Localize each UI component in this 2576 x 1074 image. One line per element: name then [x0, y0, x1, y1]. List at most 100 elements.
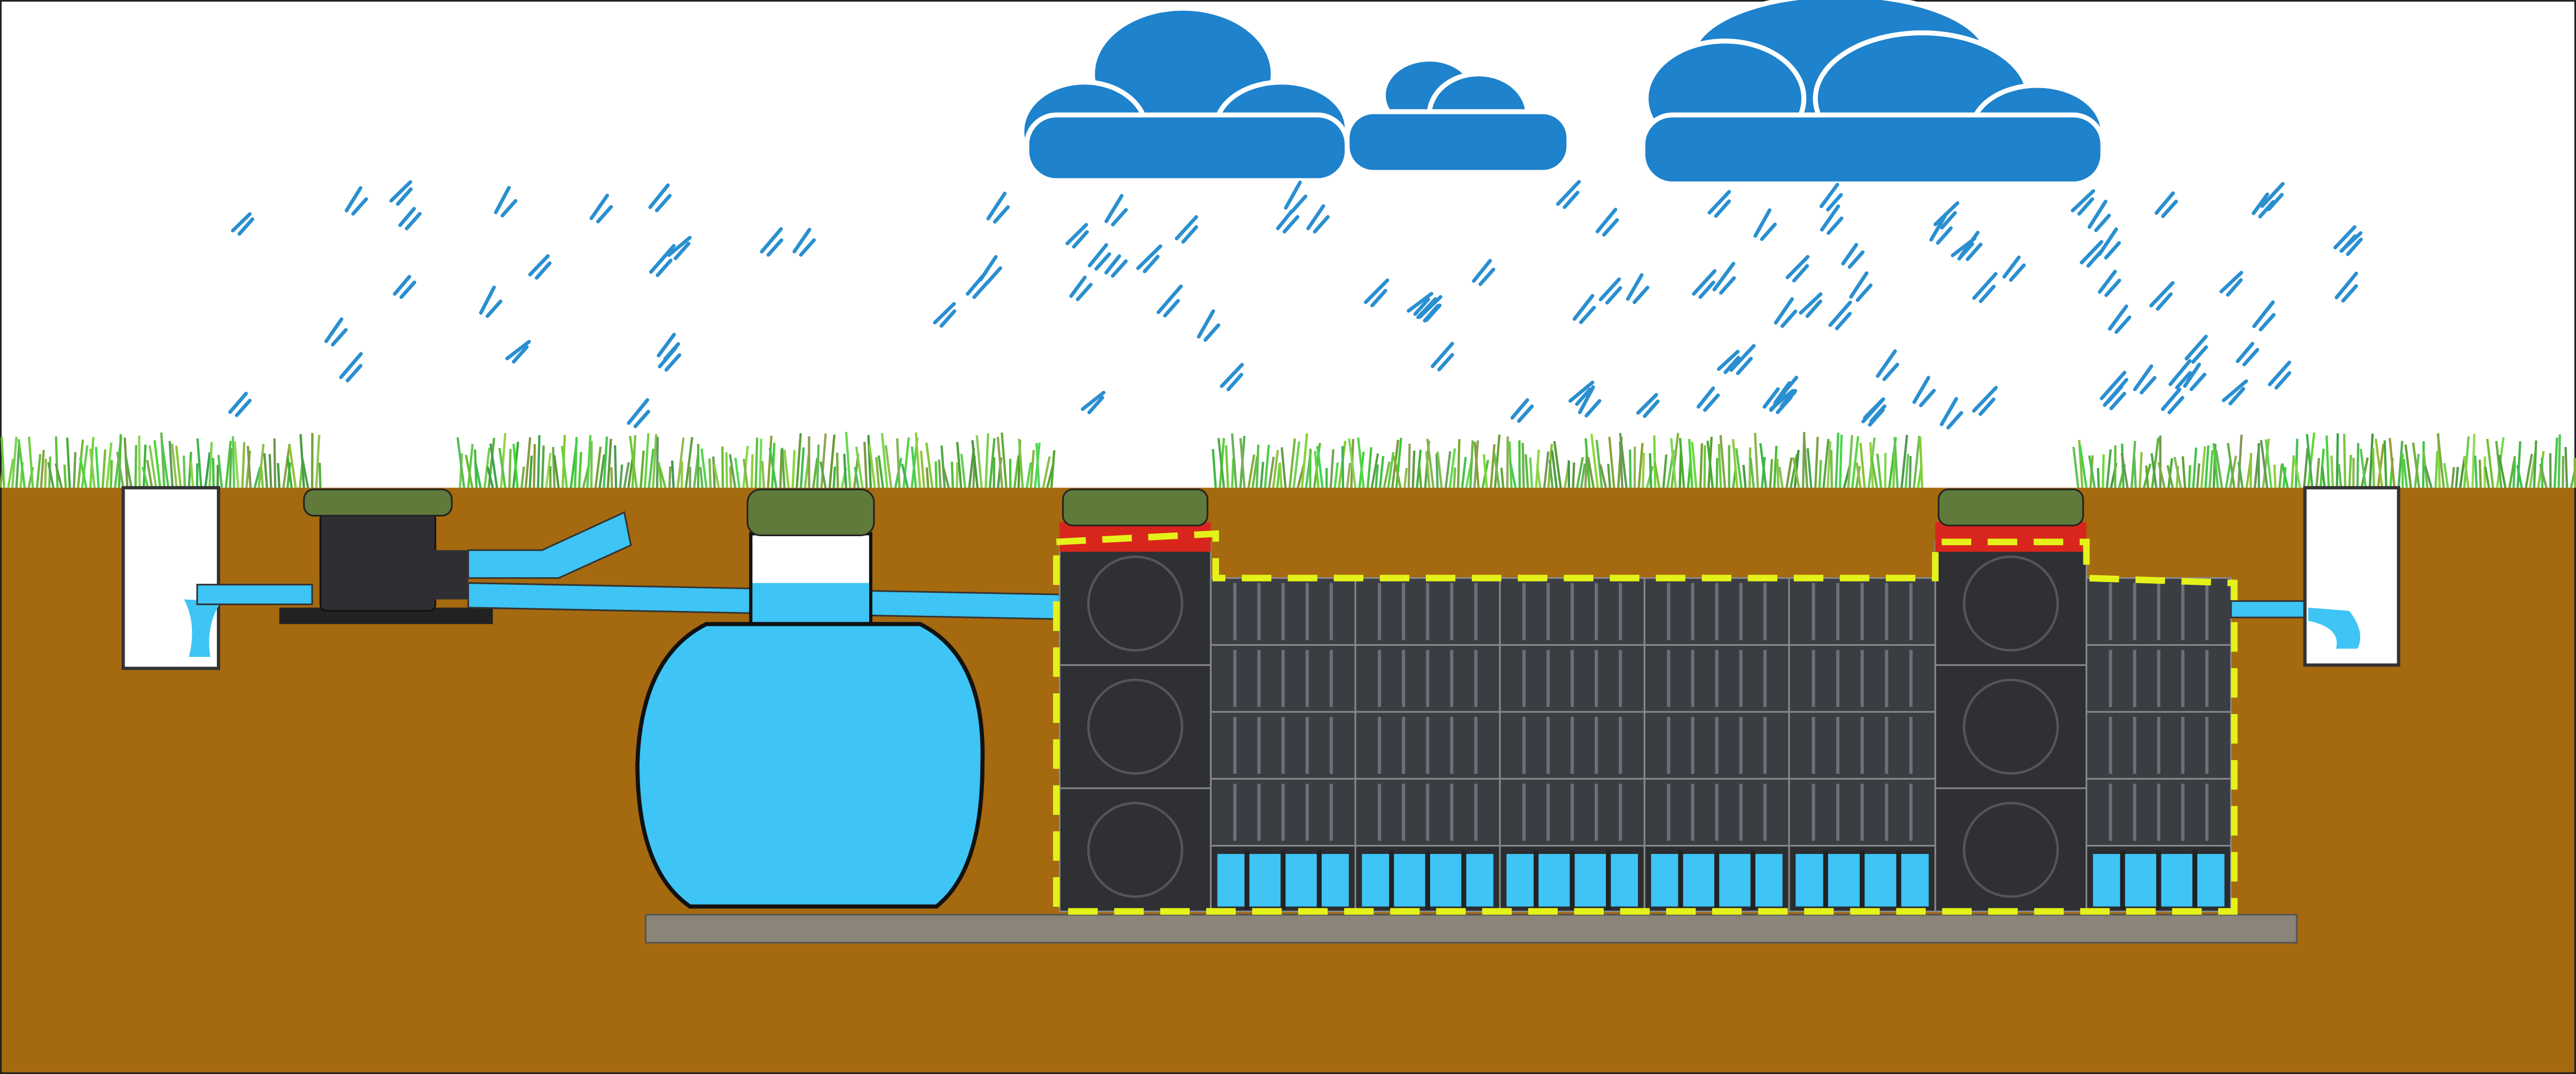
grass-icon: [2443, 462, 2449, 488]
grass-icon: [812, 458, 819, 488]
grass-icon: [1719, 435, 1727, 488]
rain-drop-icon: [494, 186, 518, 218]
grass-icon: [2411, 442, 2421, 488]
grass-icon: [1580, 463, 1586, 488]
grass-icon: [1789, 453, 1799, 488]
rain-drop-icon: [2252, 300, 2276, 332]
grass-icon: [508, 449, 512, 488]
rain-drop-icon: [1418, 295, 1443, 322]
grass-icon: [1814, 436, 1819, 488]
grass-icon: [1608, 436, 1615, 488]
rain-drop-icon: [1568, 380, 1595, 406]
grass-icon: [63, 465, 67, 488]
grass-icon: [845, 432, 852, 488]
rain-drop-icon: [2168, 359, 2192, 390]
grass-icon: [246, 445, 252, 488]
grass-icon: [2212, 443, 2219, 488]
grass-icon: [499, 433, 506, 488]
grass-icon: [1670, 433, 1680, 488]
grass-icon: [668, 466, 672, 488]
grass-icon: [2404, 444, 2413, 488]
rain-drop-icon: [648, 183, 672, 213]
grass-icon: [1367, 447, 1372, 488]
overflow-pipe: [467, 511, 632, 579]
grass-icon: [160, 432, 166, 488]
grass-icon: [2434, 451, 2439, 488]
grass-icon: [2437, 433, 2445, 488]
rain-drop-icon: [2080, 240, 2104, 268]
grass-icon: [2553, 437, 2558, 488]
crate-module: [1059, 541, 1212, 666]
rain-drop-icon: [1841, 242, 1865, 269]
grass-icon: [1341, 446, 1345, 488]
grass-icon: [1584, 438, 1591, 488]
grass-icon: [1407, 443, 1411, 488]
grass-icon: [2497, 454, 2507, 488]
rain-drop-icon: [627, 398, 651, 428]
grass-icon: [1670, 438, 1677, 488]
grass-icon: [17, 439, 26, 488]
crate-module-ring: [1963, 555, 2059, 652]
grass-icon: [2192, 447, 2198, 488]
grass-icon: [2273, 464, 2277, 488]
grass-icon: [1348, 438, 1357, 488]
grass-icon: [2120, 453, 2129, 488]
grass-icon: [2293, 457, 2301, 488]
grass-icon: [2151, 437, 2160, 488]
grass-icon: [2188, 465, 2191, 488]
crate-module: [1934, 664, 2088, 789]
grass-icon: [1029, 450, 1035, 488]
grass-icon: [577, 452, 582, 488]
rain-drop-icon: [2251, 192, 2275, 218]
grass-icon: [318, 462, 322, 488]
crate-module-ring: [1963, 678, 2059, 775]
rain-drop-icon: [228, 391, 252, 418]
grass-icon: [938, 459, 942, 488]
grass-icon: [2539, 464, 2548, 488]
grass-icon: [614, 445, 618, 488]
grass-icon: [2302, 448, 2309, 488]
rain-drop-icon: [1081, 390, 1106, 414]
grass-icon: [486, 466, 494, 488]
grass-icon: [2397, 441, 2403, 488]
crate-shaft-lid: [1062, 488, 1208, 527]
grass-icon: [2157, 462, 2166, 488]
grass-icon: [684, 437, 693, 488]
grass-icon: [1619, 433, 1628, 488]
grass-icon: [1393, 456, 1402, 488]
grass-icon: [2079, 444, 2088, 488]
grass-icon: [1500, 467, 1505, 488]
grass-icon: [767, 435, 773, 488]
grass-icon: [1387, 452, 1395, 488]
grass-icon: [1035, 443, 1041, 488]
grass-icon: [1300, 433, 1308, 488]
grass-icon: [2215, 450, 2223, 488]
grass-icon: [1818, 460, 1822, 488]
grass-icon: [1247, 454, 1255, 488]
grass-icon: [1375, 464, 1379, 488]
grass-icon: [520, 466, 525, 488]
water-tank: [635, 622, 985, 909]
rain-drop-icon: [2219, 271, 2243, 297]
grass-icon: [208, 442, 213, 488]
rain-drop-icon: [1876, 349, 1900, 381]
grass-icon: [1691, 441, 1698, 488]
grass-icon: [40, 450, 45, 488]
grass-icon: [941, 464, 950, 488]
inlet-pipe: [196, 584, 313, 606]
rain-drop-icon: [1136, 244, 1162, 273]
grass-icon: [1231, 433, 1238, 488]
grass-icon: [474, 461, 482, 488]
grass-icon: [533, 444, 536, 488]
grass-icon: [828, 434, 836, 488]
grass-icon: [743, 458, 749, 488]
grass-icon: [36, 454, 42, 488]
rain-drop-icon: [2097, 270, 2121, 297]
rain-drop-icon: [1972, 386, 1998, 416]
grass-icon: [880, 433, 888, 488]
grass-icon: [603, 436, 608, 488]
grass-icon: [2368, 433, 2374, 488]
rain-drop-icon: [2155, 191, 2178, 218]
grass-icon: [2306, 434, 2314, 488]
